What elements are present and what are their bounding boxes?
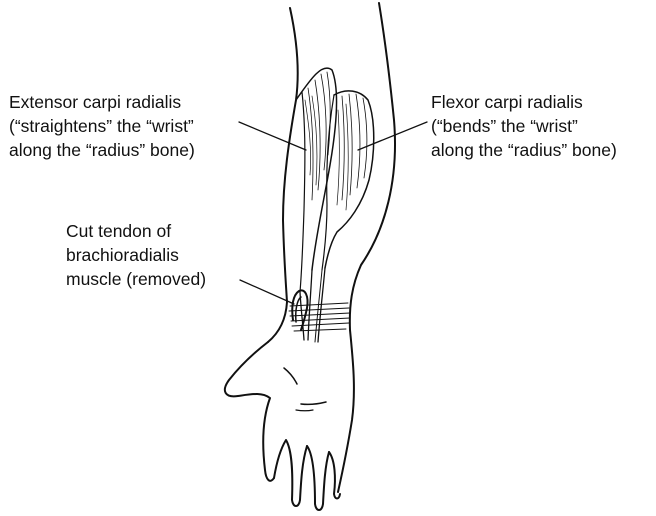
extensor-leader-line xyxy=(239,122,306,150)
flexor-carpi-radialis-label: Flexor carpi radialis (“bends” the “wris… xyxy=(431,90,617,162)
extensor-label-line-2: (“straightens” the “wrist” xyxy=(9,114,195,138)
cut-tendon-label: Cut tendon of brachioradialis muscle (re… xyxy=(66,219,206,291)
flexor-carpi-radialis-muscle xyxy=(322,91,374,270)
arm-outline xyxy=(225,3,395,510)
extensor-label-line-1: Extensor carpi radialis xyxy=(9,90,195,114)
flexor-leader-line xyxy=(358,122,427,150)
extensor-label-line-3: along the “radius” bone) xyxy=(9,138,195,162)
cut-tendon-label-line-3: muscle (removed) xyxy=(66,267,206,291)
cut-tendon-label-line-2: brachioradialis xyxy=(66,243,206,267)
flexor-label-line-1: Flexor carpi radialis xyxy=(431,90,617,114)
flexor-label-line-3: along the “radius” bone) xyxy=(431,138,617,162)
cut-tendon-label-line-1: Cut tendon of xyxy=(66,219,206,243)
flexor-label-line-2: (“bends” the “wrist” xyxy=(431,114,617,138)
extensor-carpi-radialis-label: Extensor carpi radialis (“straightens” t… xyxy=(9,90,195,162)
extensor-carpi-radialis-muscle xyxy=(296,68,336,292)
